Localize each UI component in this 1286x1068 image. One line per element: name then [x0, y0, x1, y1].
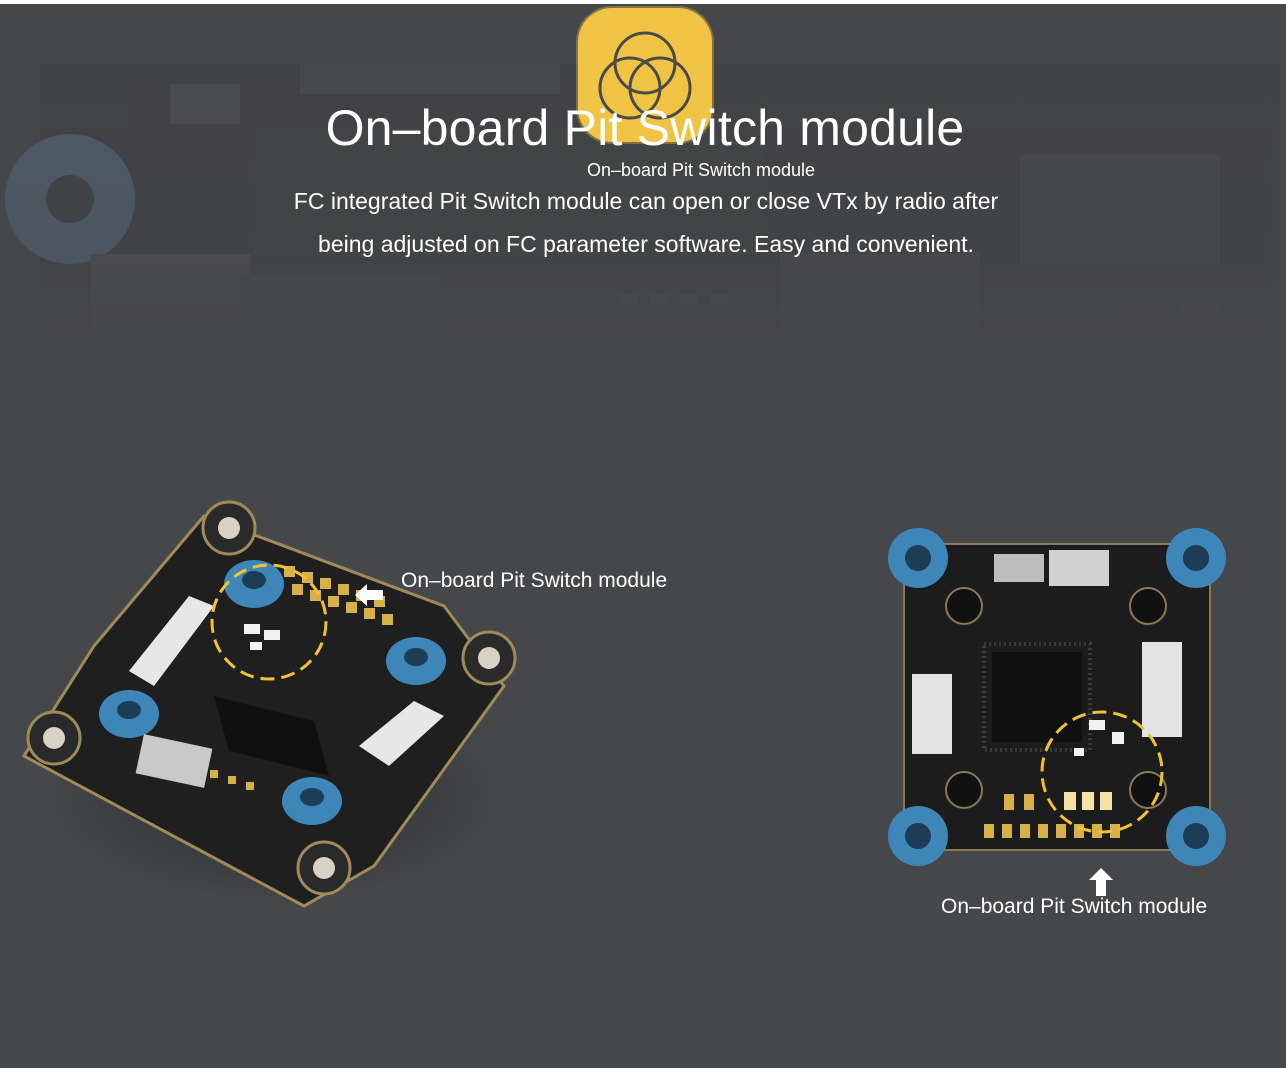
flight-controller-top-image	[888, 528, 1226, 866]
arrow-left-icon	[355, 584, 383, 606]
section-subtitle: On–board Pit Switch module	[586, 160, 816, 180]
callout-label-left: On–board Pit Switch module	[401, 569, 668, 592]
arrow-up-icon	[1089, 868, 1113, 896]
callout-label-right: On–board Pit Switch module	[941, 895, 1208, 918]
description-line: being adjusted on FC parameter software.…	[318, 231, 974, 257]
product-section: On–board Pit Switch module On–board Pit …	[0, 4, 1286, 1068]
section-title: On–board Pit Switch module	[325, 100, 965, 156]
section-description: FC integrated Pit Switch module can open…	[206, 180, 1086, 266]
flight-controller-angled-image	[21, 500, 517, 908]
description-line: FC integrated Pit Switch module can open…	[293, 188, 999, 214]
three-circles-logo-icon	[578, 8, 712, 142]
